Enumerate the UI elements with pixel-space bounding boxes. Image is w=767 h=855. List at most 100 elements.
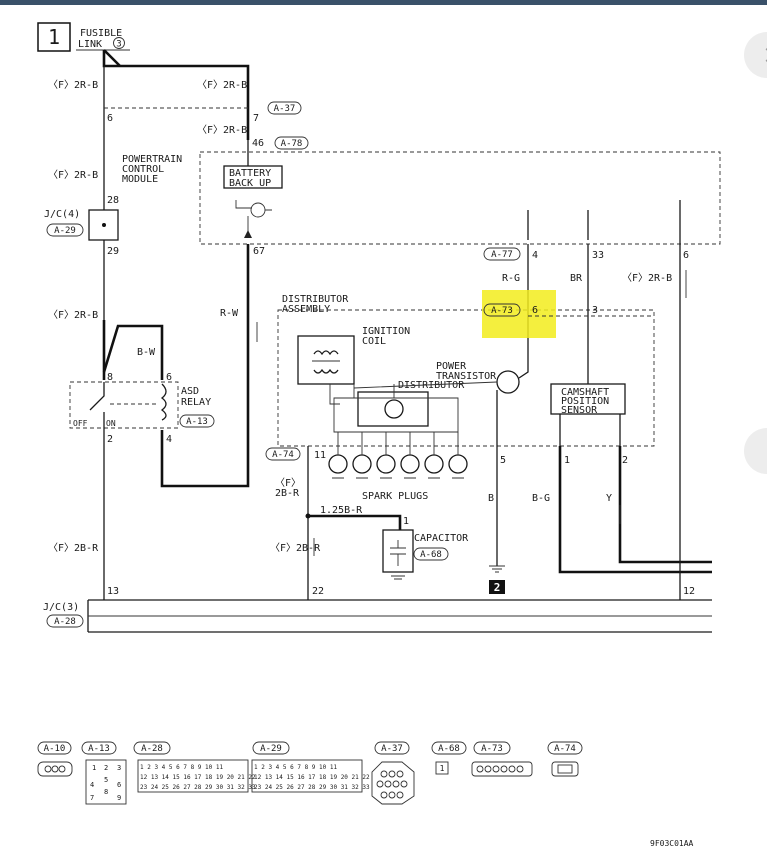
- ignition-coil-label-1: IGNITION: [362, 326, 410, 337]
- legend-a13-pin7: 7: [90, 794, 94, 802]
- scroll-right-button[interactable]: [744, 32, 767, 78]
- relay-bw-wire: [102, 324, 164, 380]
- connector-a37: A-37: [274, 104, 296, 114]
- spark-plugs-label: SPARK PLUGS: [362, 491, 428, 502]
- capacitor-box: [382, 529, 414, 573]
- pcm-pin-arrow: [244, 230, 252, 238]
- connector-a77: A-77: [491, 250, 513, 260]
- figure-code: 9F03C01AA: [650, 839, 694, 848]
- pcm-right-wires: [527, 200, 681, 600]
- pcm-label-3: MODULE: [122, 174, 158, 185]
- connector-a73: A-73: [491, 306, 513, 316]
- pin-6a: 6: [107, 113, 113, 124]
- fusible-link-feed-wire: [102, 50, 250, 140]
- distributor-rotor: [384, 399, 404, 419]
- legend-a28-row3: 23 24 25 26 27 28 29 30 31 32 33: [140, 784, 256, 791]
- distributor-internal-wiring: [329, 381, 498, 405]
- power-transistor-label-2: TRANSISTOR: [436, 371, 497, 382]
- wire-label-f2rb-3: 〈F〉2R-B: [197, 124, 247, 136]
- fusible-link-number: 3: [116, 40, 121, 50]
- distributor-output-frame: [333, 397, 459, 433]
- distributor-cap-box: [357, 391, 429, 427]
- wire-label-bg: B-G: [532, 493, 550, 504]
- pin-2a: 2: [107, 434, 113, 445]
- camshaft-output-wires: [558, 446, 712, 574]
- camshaft-sensor-wiring: [559, 244, 621, 446]
- scroll-right-button-2[interactable]: [744, 428, 767, 474]
- ground-ref-number: 2: [494, 581, 501, 594]
- fusible-link-label: FUSIBLE: [80, 28, 122, 39]
- connector-a29-tag: [46, 223, 84, 237]
- capacitor-feed-wire: [308, 514, 402, 530]
- connector-a73-tag: [483, 303, 521, 317]
- pin-29: 29: [107, 246, 119, 257]
- asd-relay-label-1: ASD: [181, 386, 199, 397]
- wire-label-rg: R-G: [502, 273, 520, 284]
- legend-a28-row1: 1 2 3 4 5 6 7 8 9 10 11: [140, 764, 223, 771]
- legend-a29-row1: 1 2 3 4 5 6 7 8 9 10 11: [254, 764, 337, 771]
- wire-label-f2br-mid2: 2B-R: [275, 488, 300, 499]
- legend-a13-pin4: 4: [90, 781, 94, 789]
- jc4-splice-dot: [102, 223, 106, 227]
- pin-22: 22: [312, 586, 324, 597]
- legend-a13-pin1: 1: [92, 764, 96, 772]
- wire-label-f2rb-2: 〈F〉2R-B: [197, 79, 247, 91]
- camshaft-sensor-label-1: CAMSHAFT: [561, 387, 609, 398]
- battery-backup-label-2: BACK UP: [229, 178, 271, 189]
- power-transistor-symbol: [496, 370, 520, 394]
- connector-a77-tag: [483, 247, 521, 261]
- pin-6b: 6: [683, 250, 689, 261]
- legend-a29: A-29: [260, 744, 282, 754]
- pin-4a: 4: [532, 250, 538, 261]
- pin-2b: 2: [622, 455, 628, 466]
- connector-a13: A-13: [186, 417, 208, 427]
- battery-backup-box: [223, 165, 283, 189]
- wire-label-br: BR: [570, 273, 583, 284]
- capacitor-symbol: [390, 540, 406, 566]
- connector-a37-tag: [267, 101, 302, 115]
- pcm-label-1: POWERTRAIN: [122, 154, 182, 165]
- pin-12: 12: [683, 586, 695, 597]
- rw-wire: [160, 244, 250, 488]
- pcm-label-2: CONTROL: [122, 164, 164, 175]
- legend-a68-pin: 1: [440, 764, 445, 773]
- jc4-label: J/C(4): [44, 209, 80, 220]
- spark-plugs: [328, 432, 468, 479]
- pin-28: 28: [107, 195, 119, 206]
- camshaft-sensor-label-3: SENSOR: [561, 405, 598, 416]
- wire-label-f2rb-4: 〈F〉2R-B: [48, 169, 98, 181]
- wire-label-f2rb-5: 〈F〉2R-B: [48, 309, 98, 321]
- connector-a28-tag: [46, 614, 84, 628]
- connector-a74: A-74: [272, 450, 294, 460]
- pin-6d: 6: [166, 372, 172, 383]
- pin-67: 67: [253, 246, 265, 257]
- capacitor-ground: [391, 575, 405, 580]
- capacitor-label: CAPACITOR: [414, 533, 469, 544]
- distributor-assembly-label-2: ASSEMBLY: [282, 304, 330, 315]
- battery-backup-label-1: BATTERY: [229, 168, 271, 179]
- wire-label-rw: R-W: [220, 308, 239, 319]
- wire-label-f2br-1: 〈F〉2B-R: [48, 542, 99, 554]
- legend-a37: A-37: [381, 744, 403, 754]
- connector-a28: A-28: [54, 617, 76, 627]
- pcm-internal-wire-2: [247, 209, 272, 236]
- pin-7: 7: [253, 113, 259, 124]
- legend-a13-pin9: 9: [117, 794, 121, 802]
- ground-ref-box: [489, 580, 505, 594]
- legend-a28-row2: 12 13 14 15 16 17 18 19 20 21 22: [140, 774, 256, 781]
- legend-a28: A-28: [141, 744, 163, 754]
- wire-label-f2rb-1: 〈F〉2R-B: [48, 79, 98, 91]
- connector-a68-tag: [413, 547, 449, 561]
- legend-a29-row2: 12 13 14 15 16 17 18 19 20 21 22: [254, 774, 370, 781]
- ignition-coil-box: [297, 335, 355, 385]
- connector-a68: A-68: [420, 550, 442, 560]
- fusible-link-feed-wire-2: [103, 49, 121, 67]
- connector-legend: A-10 A-13 1 2 3 4 5 6 7 8 9 A-28 1 2 3 4…: [37, 741, 583, 805]
- jc3-label: J/C(3): [43, 602, 79, 613]
- chevron-right-icon: [759, 47, 767, 63]
- wire-label-bw: B-W: [137, 347, 156, 358]
- connector-a13-tag: [179, 414, 215, 428]
- capacitor-pin-1: 1: [403, 516, 409, 527]
- pin-3: 3: [592, 305, 598, 316]
